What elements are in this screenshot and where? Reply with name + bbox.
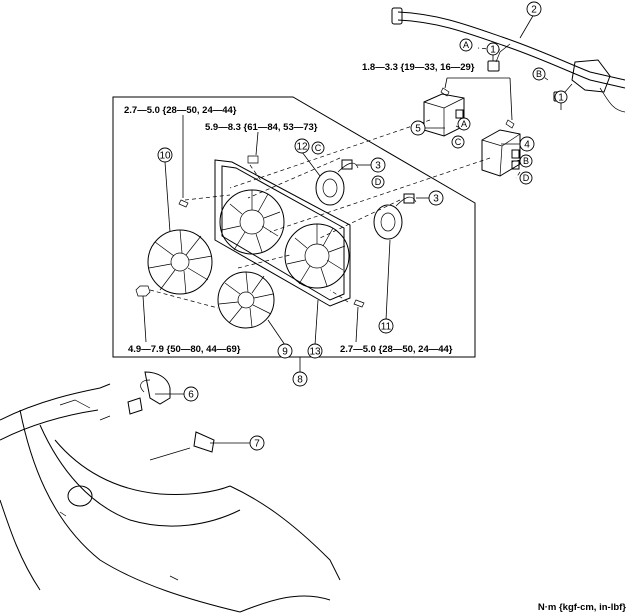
- callout-12: 12: [296, 142, 308, 153]
- fan-blade-10: [147, 229, 213, 295]
- connector-letter-c2: C: [455, 137, 462, 147]
- callout-2: 2: [531, 5, 537, 16]
- callout-8: 8: [297, 375, 303, 386]
- callout-circles: [157, 1, 568, 451]
- callout-1a: 1: [490, 45, 496, 56]
- fan-blade-9: [217, 271, 275, 329]
- connector-letter-c1: C: [315, 143, 322, 153]
- fan-shroud: [214, 159, 351, 307]
- module-bolts: [440, 87, 515, 129]
- torque-spec-lower-left: 4.9—7.9 {50—80, 44—69}: [128, 344, 241, 355]
- callout-7: 7: [254, 439, 260, 450]
- torque-spec-upper-left: 2.7—5.0 {28—50, 24—44}: [124, 105, 237, 116]
- torque-spec-lower-right: 2.7—5.0 {28—50, 24—44}: [340, 344, 453, 355]
- callout-3b: 3: [433, 194, 439, 205]
- connector-letter-d2: D: [523, 173, 530, 183]
- connector-letter-a1: A: [463, 40, 469, 50]
- connector-letter-a2: A: [461, 119, 467, 129]
- callout-6: 6: [188, 390, 194, 401]
- callout-1b: 1: [558, 93, 564, 104]
- fasteners: [135, 155, 365, 308]
- fan-control-module-5: [423, 93, 465, 137]
- torque-spec-top-right: 1.8—3.3 {19—33, 16—29}: [362, 62, 475, 73]
- callout-5: 5: [415, 124, 421, 135]
- leader-lines: [142, 13, 562, 444]
- callout-4: 4: [524, 140, 530, 151]
- wiring-harness: [391, 7, 626, 113]
- connector-letter-b2: B: [523, 156, 529, 166]
- connector-letter-b1: B: [536, 69, 542, 79]
- connector-letter-d1: D: [375, 177, 382, 187]
- callout-13: 13: [309, 347, 321, 358]
- torque-spec-motor: 5.9—8.3 {61—84, 53—73}: [205, 122, 318, 133]
- fan-motor-12: [315, 159, 359, 206]
- units-label: N·m {kgf-cm, in-lbf}: [538, 602, 626, 613]
- assembly-boundary: [112, 96, 476, 358]
- fan-control-module-4: [481, 129, 521, 177]
- callout-10: 10: [159, 151, 171, 162]
- vehicle-front-outline: [0, 371, 341, 613]
- fan-motor-11: [373, 193, 417, 240]
- callout-9: 9: [282, 347, 288, 358]
- callout-3a: 3: [375, 161, 381, 172]
- callout-11: 11: [381, 322, 392, 333]
